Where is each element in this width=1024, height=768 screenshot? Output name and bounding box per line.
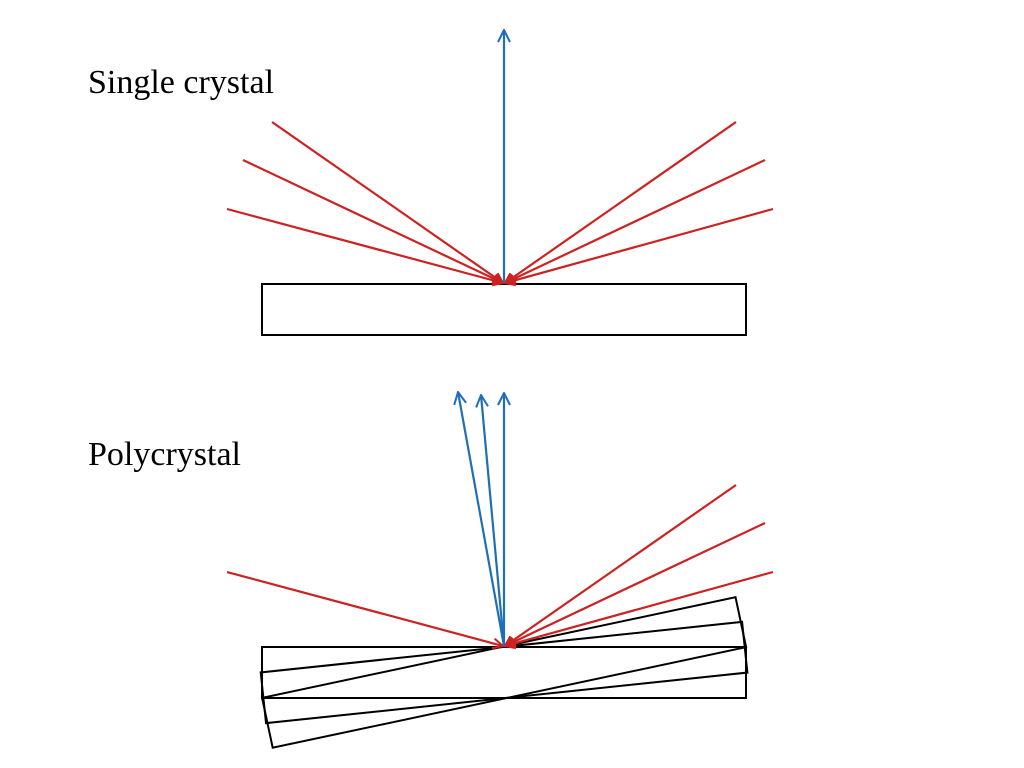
incident-ray-right-3 [505, 207, 774, 283]
poly-incident-rays [226, 484, 774, 646]
poly-diffracted-rays [458, 392, 506, 647]
incident-ray-right-2 [505, 159, 766, 283]
polycrystal-label: Polycrystal [88, 436, 241, 473]
poly-incident-ray-right-2 [505, 522, 766, 646]
single-crystal-slab [261, 283, 747, 336]
poly-incident-ray-left [226, 570, 503, 646]
poly-diffracted-ray-3 [458, 392, 506, 647]
poly-incident-ray-right-1 [505, 484, 737, 646]
single-incident-rays [226, 121, 774, 283]
single-crystal-label: Single crystal [88, 64, 275, 101]
incident-ray-left-2 [242, 159, 503, 283]
single-crystal-group [226, 30, 774, 336]
poly-incident-ray-right-3 [505, 570, 774, 646]
grain-slab-flat [261, 646, 747, 699]
polycrystal-group [226, 392, 774, 749]
incident-ray-left-3 [226, 207, 503, 283]
poly-diffracted-ray-2 [481, 395, 506, 647]
incident-ray-right-1 [505, 121, 737, 283]
incident-ray-left-1 [271, 121, 503, 283]
